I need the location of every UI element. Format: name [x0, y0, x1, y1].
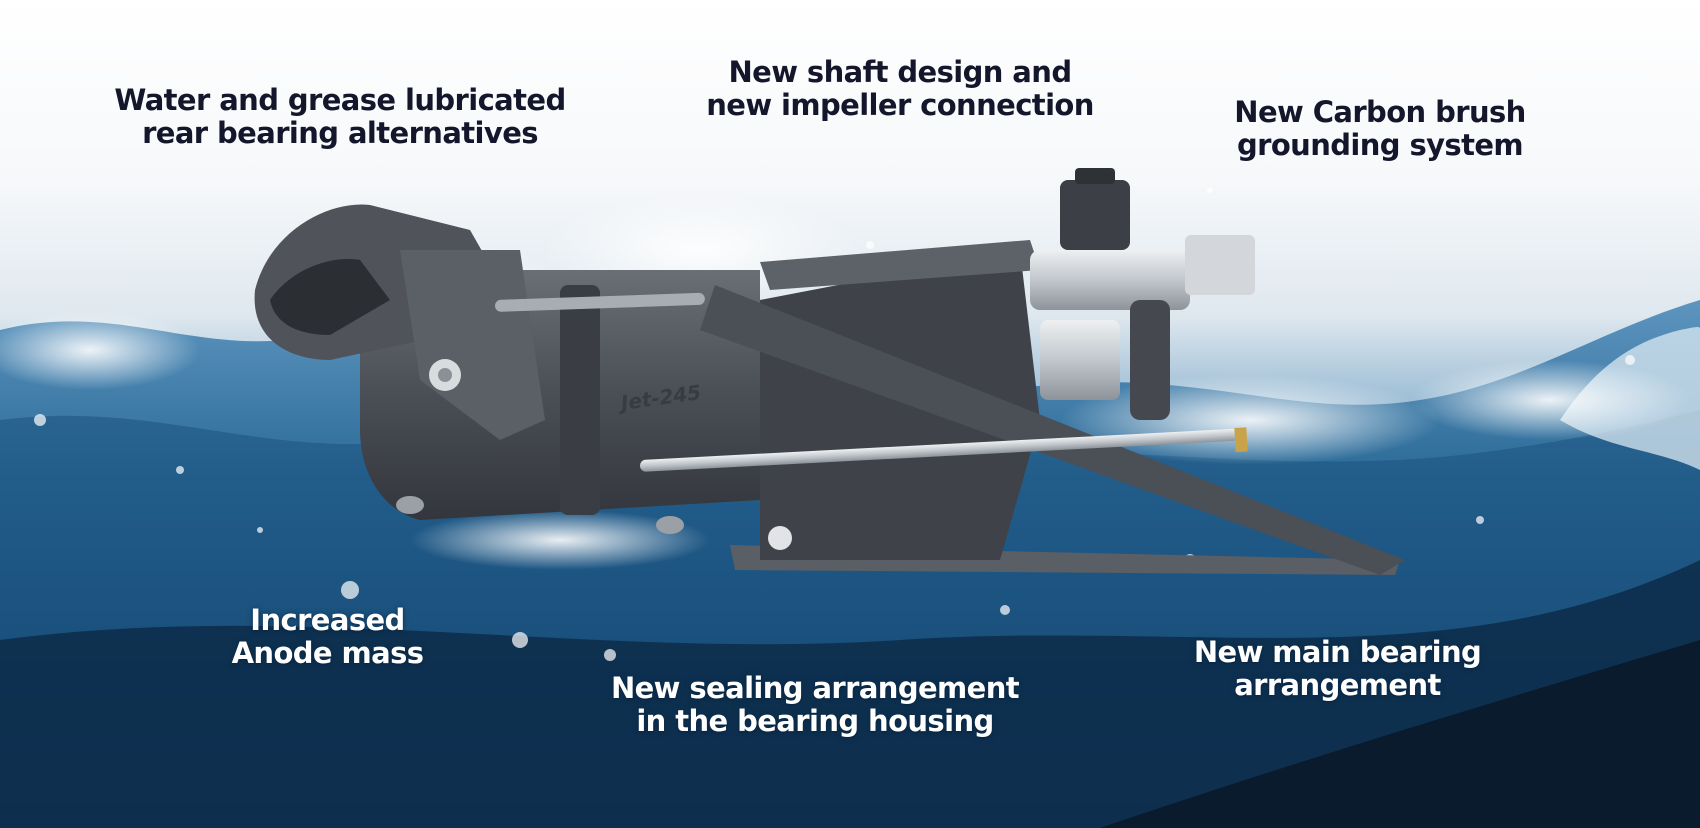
caption-rear-bearing: Water and grease lubricated rear bearing…: [90, 84, 590, 150]
caption-main-bearing-line1: New main bearing: [1193, 635, 1482, 669]
caption-shaft-design-line1: New shaft design and: [728, 55, 1073, 89]
caption-main-bearing: New main bearing arrangement: [1165, 636, 1510, 702]
caption-rear-bearing-line2: rear bearing alternatives: [142, 116, 538, 150]
caption-rear-bearing-line1: Water and grease lubricated: [114, 83, 566, 117]
jet-unit-illustration: Jet-245: [254, 168, 1405, 575]
caption-shaft-design: New shaft design and new impeller connec…: [680, 56, 1120, 122]
caption-carbon-brush-line2: grounding system: [1236, 128, 1524, 162]
caption-sealing-arrangement-line1: New sealing arrangement: [610, 671, 1020, 705]
caption-sealing-arrangement: New sealing arrangement in the bearing h…: [570, 672, 1060, 738]
caption-main-bearing-line2: arrangement: [1234, 668, 1441, 702]
caption-carbon-brush-line1: New Carbon brush: [1234, 95, 1526, 129]
caption-anode-mass-line1: Increased: [250, 603, 405, 637]
caption-shaft-design-line2: new impeller connection: [706, 88, 1094, 122]
caption-carbon-brush: New Carbon brush grounding system: [1215, 96, 1545, 162]
caption-sealing-arrangement-line2: in the bearing housing: [636, 704, 994, 738]
caption-anode-mass: Increased Anode mass: [200, 604, 455, 670]
caption-anode-mass-line2: Anode mass: [231, 636, 424, 670]
